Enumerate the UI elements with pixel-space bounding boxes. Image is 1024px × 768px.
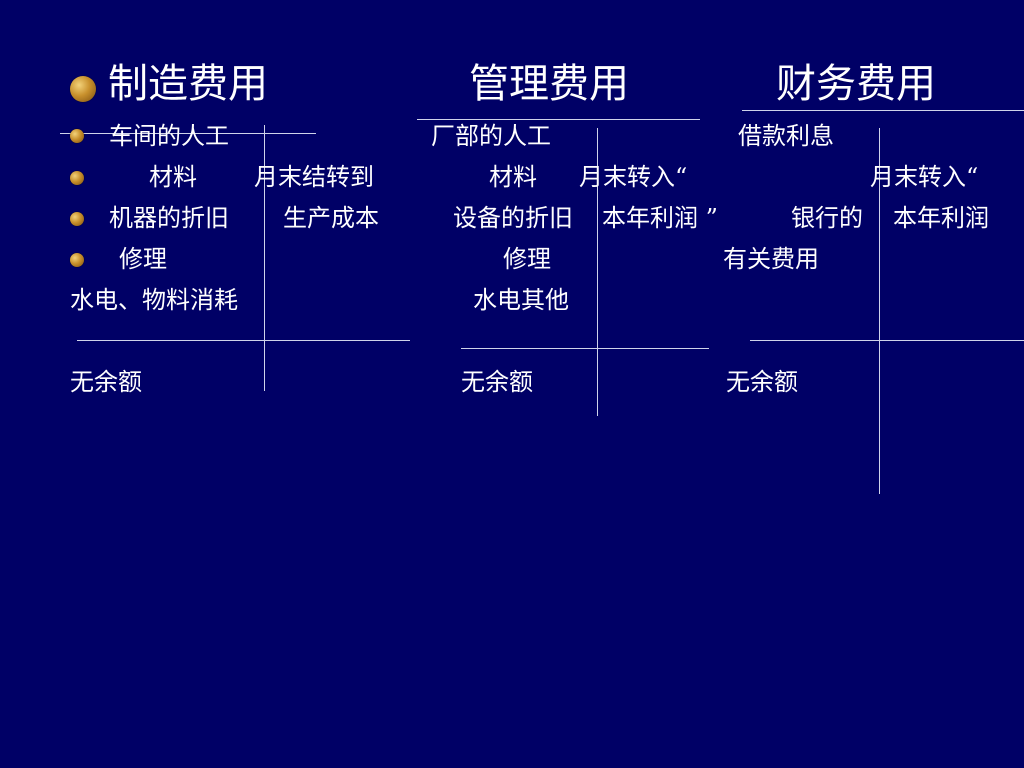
gold-bullet-icon (70, 212, 84, 226)
material-management: 材料 (489, 163, 537, 191)
depreciation-management: 设备的折旧 (453, 204, 573, 232)
related-fees-finance: 有关费用 (723, 245, 819, 273)
production-cost-manufacturing: 生产成本 (283, 204, 379, 232)
transfer-to-management: 月末转入“ (579, 163, 688, 191)
labor-manufacturing: 车间的人工 (109, 122, 229, 150)
gold-bullet-icon (70, 253, 84, 267)
t-account-bottom-line-manufacturing (77, 340, 410, 341)
transfer-to-finance: 月末转入“ (870, 163, 979, 191)
current-year-profit-management: 本年利润 ” (602, 204, 718, 232)
no-balance-manufacturing: 无余额 (70, 368, 142, 396)
t-account-top-line-finance (742, 110, 1024, 111)
title-finance-cost: 财务费用 (776, 61, 936, 107)
gold-bullet-icon (70, 76, 96, 102)
transfer-to-manufacturing: 月末结转到 (254, 163, 374, 191)
current-year-profit-finance: 本年利润 (893, 204, 989, 232)
t-account-top-line-manufacturing (60, 133, 316, 134)
gold-bullet-icon (70, 171, 84, 185)
utilities-management: 水电其他 (473, 286, 569, 314)
bank-finance: 银行的 (791, 204, 863, 232)
repair-management: 修理 (503, 245, 551, 273)
no-balance-management: 无余额 (461, 368, 533, 396)
utilities-manufacturing: 水电、物料消耗 (70, 286, 238, 314)
t-account-divider-finance (879, 128, 880, 494)
t-account-bottom-line-finance (750, 340, 1024, 341)
t-account-divider-manufacturing (264, 125, 265, 391)
title-management-cost: 管理费用 (469, 61, 629, 107)
repair-manufacturing: 修理 (119, 245, 167, 273)
t-account-divider-management (597, 128, 598, 416)
t-account-top-line-management (417, 119, 700, 120)
gold-bullet-icon (70, 129, 84, 143)
depreciation-manufacturing: 机器的折旧 (109, 204, 229, 232)
t-account-bottom-line-management (461, 348, 709, 349)
interest-finance: 借款利息 (738, 122, 834, 150)
labor-management: 厂部的人工 (431, 122, 551, 150)
title-manufacturing-cost: 制造费用 (108, 61, 268, 107)
material-manufacturing: 材料 (149, 163, 197, 191)
no-balance-finance: 无余额 (726, 368, 798, 396)
